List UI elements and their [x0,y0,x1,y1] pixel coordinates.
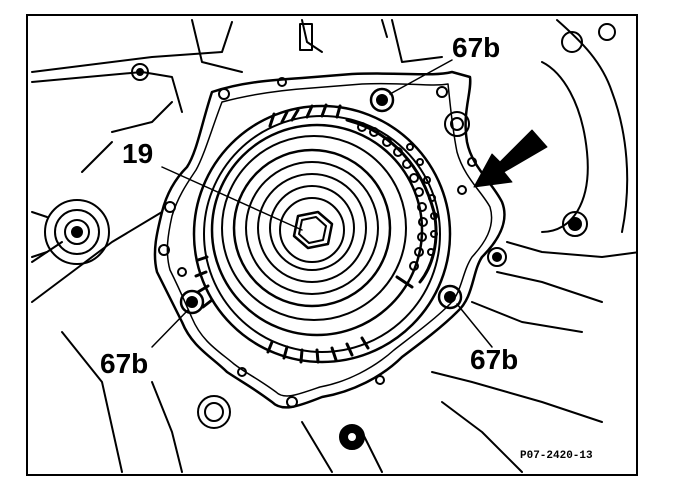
leader-19 [161,166,303,231]
left-pulley [31,199,110,265]
label-bolt-67b-right: 67b [470,344,519,375]
leader-67b-top [389,59,453,95]
figure-frame [26,14,638,476]
leader-lines [151,59,493,348]
figure-code: P07-2420-13 [520,450,593,462]
drawing-canvas [31,19,636,473]
bolts-67b [179,87,463,315]
leader-67b-left [151,309,189,348]
drive-chain [345,118,438,289]
pump-assembly [192,103,452,364]
label-part-19: 19 [122,138,154,169]
arrow-icon [473,129,548,188]
label-bolt-67b-left: 67b [100,348,149,379]
cover-plate [153,70,506,409]
leader-67b-right [456,303,493,348]
engine-housing [31,19,636,473]
label-bolt-67b-top: 67b [452,32,501,63]
housing-bolts [131,23,616,450]
